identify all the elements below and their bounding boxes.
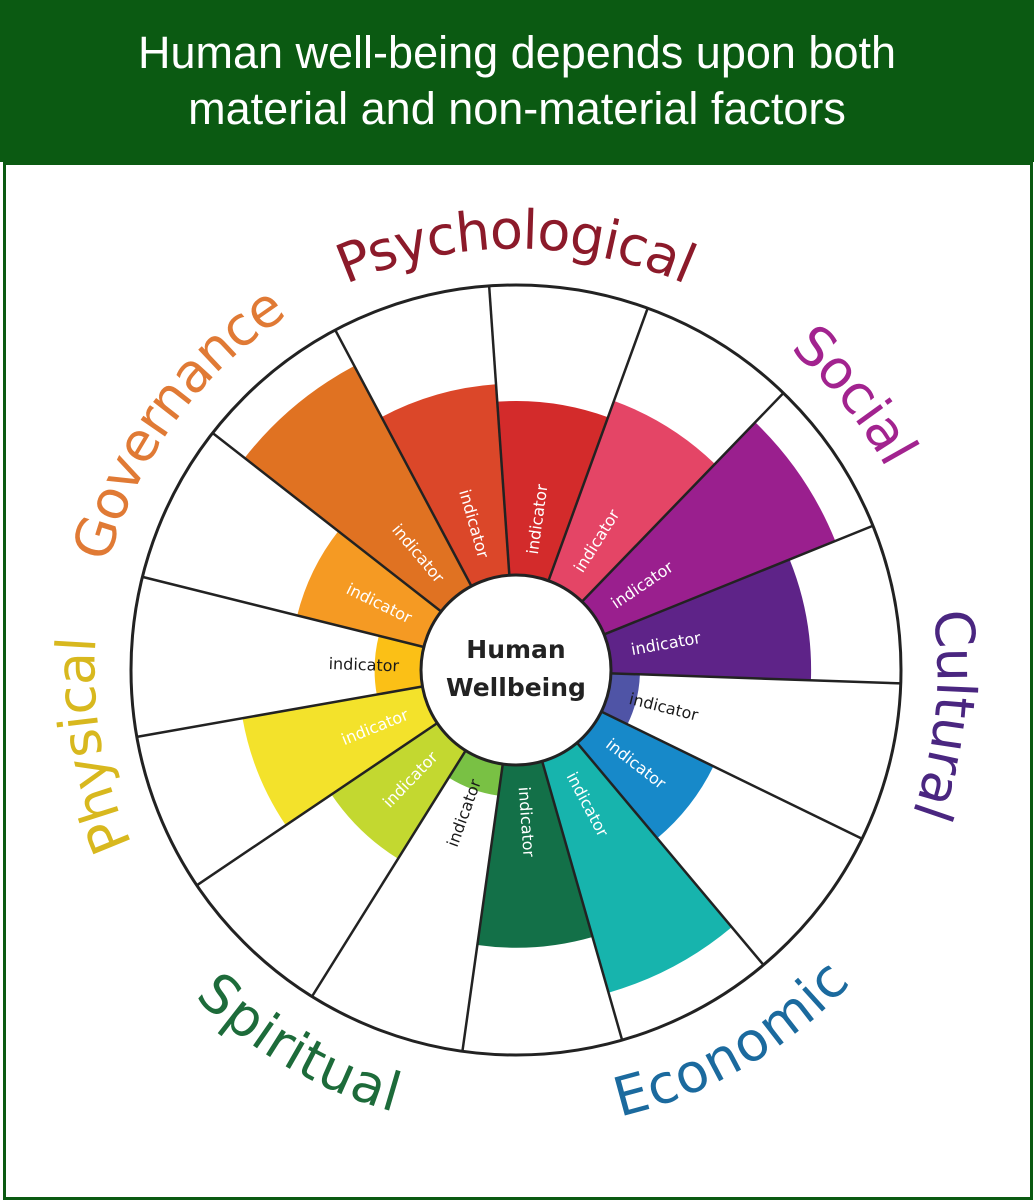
indicator-segment <box>581 422 836 635</box>
indicator-segment <box>381 384 510 587</box>
indicator-segment <box>548 400 715 602</box>
indicator-label: indicator <box>328 654 399 675</box>
dimension-label: Physical <box>44 635 143 863</box>
segment-divider <box>581 392 785 603</box>
indicator-segment <box>374 635 424 695</box>
segment-divider <box>310 749 467 998</box>
segment-divider <box>136 685 423 739</box>
segment-divider <box>211 431 442 613</box>
title-banner: Human well-being depends upon both mater… <box>0 0 1034 162</box>
indicator-segment <box>477 761 593 948</box>
dimension-label: Cultural <box>900 607 988 830</box>
indicator-segment <box>604 559 812 681</box>
indicator-segment <box>297 531 442 648</box>
segment-divider <box>540 760 624 1041</box>
segment-divider <box>334 329 473 587</box>
indicator-segment <box>577 711 714 839</box>
center-label-line-1: Human <box>466 635 565 664</box>
indicator-segment <box>542 742 732 993</box>
center-circle <box>419 573 613 767</box>
segment-divider <box>576 741 765 966</box>
segment-divider <box>547 307 649 582</box>
segment-divider <box>600 710 863 840</box>
segment-divider <box>196 722 438 887</box>
title-line-1: Human well-being depends upon both <box>137 27 897 78</box>
segment-divider <box>142 575 425 649</box>
wheel-rim <box>129 283 903 1057</box>
indicator-segment <box>244 365 472 612</box>
center-label-line-2: Wellbeing <box>446 673 586 702</box>
indicator-label: indicator <box>515 786 539 858</box>
segment-divider <box>603 524 874 636</box>
indicator-segment <box>242 686 438 826</box>
segment-divider <box>461 763 505 1052</box>
indicator-segment <box>497 401 609 581</box>
indicator-segment <box>331 723 466 859</box>
dimension-label: Psychological <box>327 198 705 296</box>
spokes-layer <box>129 283 903 1057</box>
title-line-2: material and non-material factors <box>188 83 846 134</box>
center-hub: Human Wellbeing <box>419 573 613 767</box>
segment-divider <box>487 285 511 576</box>
segment-divider <box>610 672 901 685</box>
